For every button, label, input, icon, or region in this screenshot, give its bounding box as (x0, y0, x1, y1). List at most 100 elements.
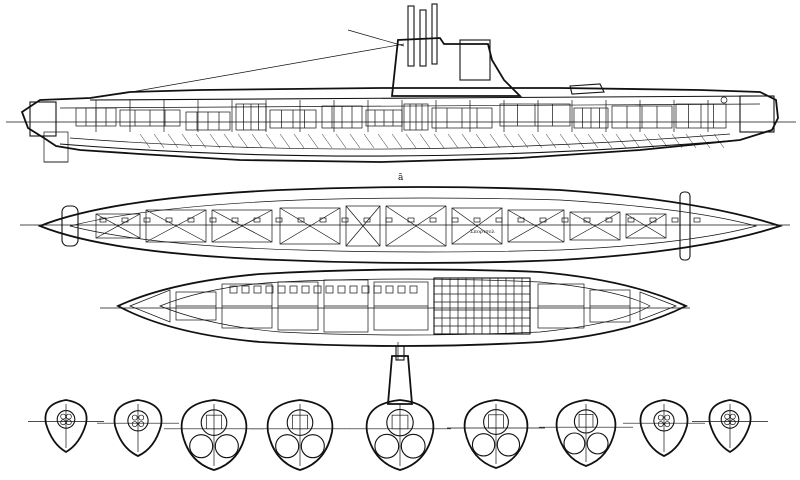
side-tank-hatch (167, 133, 179, 149)
side-tank-hatch (363, 133, 375, 149)
plan1-compartment (451, 207, 503, 245)
plan1-fitting (671, 217, 679, 223)
plan1-fitting (143, 217, 151, 223)
section-lower-left-hull (471, 433, 496, 457)
plan1-compartment (211, 209, 273, 243)
section-lower-left-hull (374, 433, 400, 459)
plan1-fitting (583, 217, 591, 223)
plan1-diagonal (279, 207, 341, 245)
plan1-compartment (279, 207, 341, 245)
plan1-stern-plane (61, 205, 79, 247)
section-tower-top (395, 345, 405, 361)
plan1-diagonal (345, 205, 381, 247)
plan1-fitting (539, 217, 547, 223)
side-tank-hatch (545, 133, 557, 149)
side-tank-hatch (643, 133, 655, 149)
side-tank-hatch (713, 133, 725, 149)
section-tube (131, 421, 138, 427)
section-hull-outline (113, 399, 163, 457)
section-conning-tower (387, 355, 413, 405)
section-lower-right-hull (586, 432, 609, 455)
section-tube (657, 414, 664, 421)
plan1-fitting (363, 217, 371, 223)
antenna-wire-fwd (347, 29, 405, 47)
plan1-diagonal (625, 213, 667, 239)
plan1-compartment (507, 209, 565, 243)
side-tank-hatch (391, 133, 403, 149)
section-lower-left-hull (275, 434, 300, 459)
periscope-2 (419, 9, 427, 67)
cross-section (623, 399, 705, 457)
plan1-compartment (569, 211, 621, 241)
side-tank-hatch (209, 133, 221, 149)
side-tank-hatch (321, 133, 333, 149)
side-tank-hatch (139, 133, 151, 149)
side-tank-hatch (433, 133, 445, 149)
antenna-wire-aft (119, 43, 405, 95)
section-hull-outline (639, 399, 689, 457)
section-tube (729, 413, 736, 420)
section-upper-hull (483, 409, 509, 435)
plan2-fitting (385, 285, 394, 294)
plan1-fitting (649, 217, 657, 223)
section-pressure-hull (127, 410, 149, 432)
side-tank-hatch (447, 133, 459, 149)
section-tube (60, 413, 67, 420)
side-tank-hatch (279, 133, 291, 149)
plan2-fitting (349, 285, 358, 294)
side-tank-hatch (265, 133, 277, 149)
section-hull-outline (555, 399, 617, 467)
plan2-fitting (313, 285, 322, 294)
plan1-fitting (517, 217, 525, 223)
side-stern-block (29, 101, 57, 137)
plan2-fitting (289, 285, 298, 294)
plan2-fitting (373, 285, 382, 294)
section-tube (729, 419, 736, 426)
plan1-fitting (407, 217, 415, 223)
section-hull-outline (180, 399, 248, 471)
plan1-compartment (385, 205, 447, 247)
section-hull-outline (708, 399, 752, 454)
section-tube (664, 414, 671, 421)
plan1-fitting (319, 217, 327, 223)
plan2-fitting (241, 285, 250, 294)
plan1-fitting (187, 217, 195, 223)
plan1-pressure-hull (69, 197, 758, 253)
section-tube (664, 421, 671, 427)
plan1-diagonal (451, 207, 503, 245)
plan2-fitting (397, 285, 406, 294)
plan2-fitting (229, 285, 238, 294)
cross-sections-row (28, 345, 768, 471)
side-tank-hatch (629, 133, 641, 149)
plan2-fitting (337, 285, 346, 294)
side-inner-hull (69, 133, 731, 150)
plan1-fitting (99, 217, 107, 223)
section-lower-right-hull (496, 433, 521, 457)
plan2-interior (129, 279, 677, 333)
section-compartment (488, 414, 504, 429)
tower-bridge (459, 39, 491, 81)
plan1-fitting (231, 217, 239, 223)
plan1-compartment (345, 205, 381, 247)
plan2-fitting (361, 285, 370, 294)
side-tank-hatch (503, 133, 515, 149)
section-compartment (391, 414, 409, 430)
plan1-fitting (341, 217, 349, 223)
plan2-fitting (325, 285, 334, 294)
side-tank-hatch (153, 133, 165, 149)
deck-gun (569, 83, 605, 95)
plan1-interior (95, 205, 701, 247)
section-tube (724, 419, 731, 426)
side-deck-line (89, 95, 761, 101)
plan1-diagonal (385, 205, 447, 247)
plan2-bow-taper (639, 291, 677, 321)
plan1-fitting (121, 217, 129, 223)
section-tube (65, 419, 72, 426)
plan2-hull-outline (115, 268, 689, 347)
cross-section (539, 399, 633, 467)
side-tank-hatch (335, 133, 347, 149)
side-tank-hatch (587, 133, 599, 149)
plan2-fitting (265, 285, 274, 294)
